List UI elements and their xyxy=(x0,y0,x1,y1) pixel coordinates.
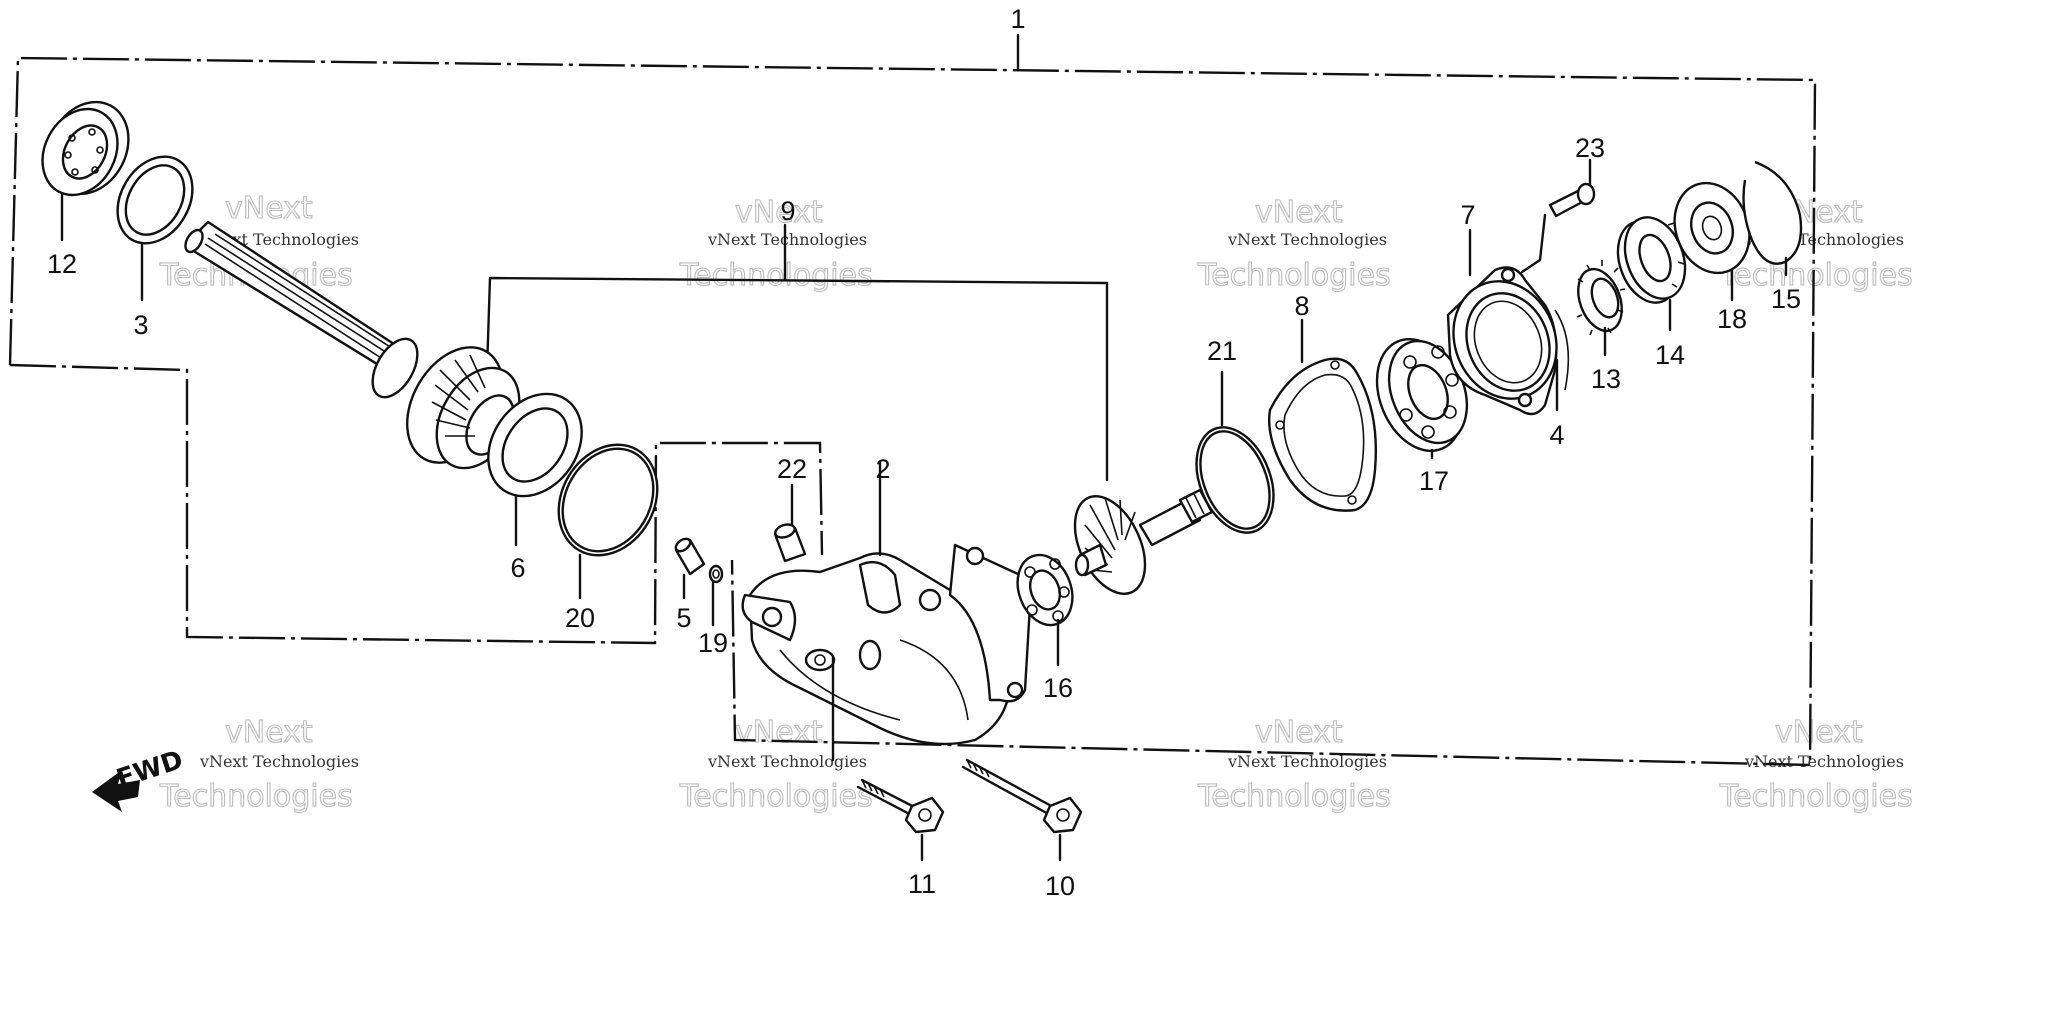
watermark-5: vNext vNext Technologies Technologies xyxy=(158,714,359,814)
part-13-collar xyxy=(1576,260,1626,357)
svg-text:vNext: vNext xyxy=(735,715,823,750)
callout-9: 9 xyxy=(780,196,795,226)
svg-text:Technologies: Technologies xyxy=(1719,779,1913,814)
part-6-shim xyxy=(487,392,583,547)
svg-text:vNext: vNext xyxy=(225,191,313,226)
svg-text:vNext Technologies: vNext Technologies xyxy=(1227,752,1387,771)
part-17-bearing xyxy=(1375,337,1469,460)
part-4-bearing-holder xyxy=(1446,228,1570,416)
callout-22: 22 xyxy=(777,454,807,484)
part-15-circlip xyxy=(1742,160,1803,277)
callout-16: 16 xyxy=(1043,673,1073,703)
part-21-o-ring xyxy=(1195,370,1275,534)
part-22-dowel xyxy=(773,483,807,563)
svg-text:vNext Technologies: vNext Technologies xyxy=(707,230,867,249)
callout-21: 21 xyxy=(1207,336,1237,366)
callout-2: 2 xyxy=(875,454,890,484)
part-12-oil-seal xyxy=(41,100,130,242)
svg-text:vNext Technologies: vNext Technologies xyxy=(707,752,867,771)
callout-8: 8 xyxy=(1294,291,1309,321)
callout-4: 4 xyxy=(1549,420,1564,450)
svg-text:Technologies: Technologies xyxy=(1719,258,1913,293)
watermark-6: vNext vNext Technologies Technologies xyxy=(678,714,873,814)
part-14-lock-nut xyxy=(1616,216,1687,332)
callout-labels: 1 2 3 4 5 6 7 8 9 10 11 12 13 14 15 16 1… xyxy=(47,4,1801,901)
part-5-fitting xyxy=(674,537,706,600)
svg-text:vNext: vNext xyxy=(1775,715,1863,750)
part-9-bevel-gear xyxy=(1073,488,1214,596)
part-19-washer xyxy=(708,564,724,627)
callout-3: 3 xyxy=(133,310,148,340)
part-18-cap xyxy=(1673,181,1751,302)
svg-text:vNext Technologies: vNext Technologies xyxy=(1744,752,1904,771)
assembly-bracket-9 xyxy=(485,223,1109,482)
part-9-pinion-shaft xyxy=(184,220,521,470)
part-3-washer xyxy=(116,155,194,302)
part-11-bolt xyxy=(831,655,945,862)
watermark-2: vNext vNext Technologies Technologies xyxy=(678,194,873,293)
callout-13: 13 xyxy=(1591,364,1621,394)
part-2-gear-case xyxy=(741,460,1033,746)
callout-18: 18 xyxy=(1717,304,1747,334)
callout-19: 19 xyxy=(698,628,728,658)
callout-7: 7 xyxy=(1460,200,1475,230)
watermark-3: vNext vNext Technologies Technologies xyxy=(1196,194,1391,293)
part-23-bolt xyxy=(1520,158,1596,274)
svg-text:Technologies: Technologies xyxy=(1197,779,1391,814)
callout-14: 14 xyxy=(1655,340,1685,370)
svg-text:vNext: vNext xyxy=(735,195,823,230)
callout-23: 23 xyxy=(1575,133,1605,163)
fwd-arrow-icon xyxy=(92,770,140,812)
svg-text:vNext: vNext xyxy=(225,715,313,750)
callout-6: 6 xyxy=(510,553,525,583)
svg-text:vNext Technologies: vNext Technologies xyxy=(199,752,359,771)
svg-text:Technologies: Technologies xyxy=(159,779,353,814)
svg-text:vNext Technologies: vNext Technologies xyxy=(1227,230,1387,249)
part-10-bolt xyxy=(961,758,1083,862)
callout-20: 20 xyxy=(565,603,595,633)
svg-text:Technologies: Technologies xyxy=(679,258,873,293)
assembly-bracket-1 xyxy=(8,33,1817,767)
callout-11: 11 xyxy=(908,869,936,899)
callout-1: 1 xyxy=(1010,4,1025,34)
svg-text:vNext: vNext xyxy=(1255,715,1343,750)
part-16-bearing xyxy=(1016,553,1074,667)
callout-17: 17 xyxy=(1419,466,1449,496)
callout-12: 12 xyxy=(47,249,77,279)
svg-text:Technologies: Technologies xyxy=(1197,258,1391,293)
part-8-gasket xyxy=(1268,318,1378,512)
callout-10: 10 xyxy=(1045,871,1075,901)
watermark-7: vNext vNext Technologies Technologies xyxy=(1196,714,1391,814)
callout-15: 15 xyxy=(1771,284,1801,314)
watermark-8: vNext vNext Technologies Technologies xyxy=(1718,714,1913,814)
svg-text:Technologies: Technologies xyxy=(679,779,873,814)
callout-5: 5 xyxy=(676,603,691,633)
svg-text:vNext: vNext xyxy=(1255,195,1343,230)
part-20-o-ring xyxy=(557,443,659,600)
watermark-group: vNext vNext Technologies Technologies vN… xyxy=(158,190,1913,814)
